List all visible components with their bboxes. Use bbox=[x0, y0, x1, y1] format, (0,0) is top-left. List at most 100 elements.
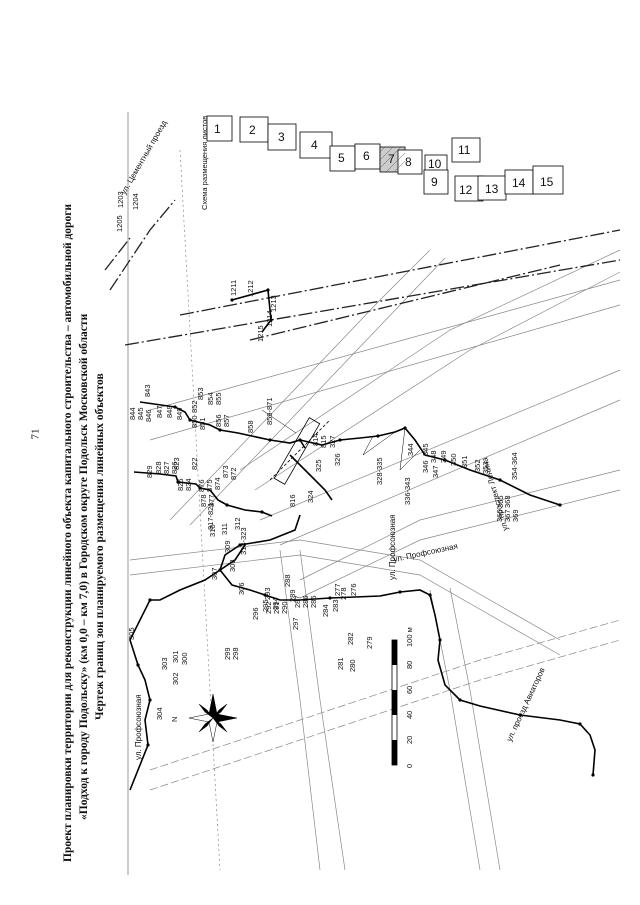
sheet-1: 1 bbox=[214, 122, 221, 136]
point-label: 1213 bbox=[269, 295, 278, 312]
point-label: 849 bbox=[175, 407, 184, 420]
zone-points bbox=[136, 288, 595, 777]
point-label: 824 bbox=[184, 478, 193, 491]
point-label: 284 bbox=[321, 604, 330, 617]
sheet-9: 9 bbox=[431, 175, 438, 189]
point-label: 301 bbox=[171, 650, 180, 663]
point-label: 859-871 bbox=[265, 397, 274, 425]
point-label: 346 bbox=[421, 460, 430, 473]
point-label: 324 bbox=[306, 490, 315, 503]
point-label: 336-343 bbox=[403, 477, 412, 505]
boundary-lines bbox=[104, 199, 621, 346]
point-label: 816 bbox=[288, 494, 297, 507]
point-label: 296 bbox=[251, 607, 260, 620]
point-label: 295 bbox=[261, 599, 270, 612]
point-label: 826 bbox=[170, 461, 179, 474]
point-label: 280 bbox=[348, 659, 357, 672]
scale-bar bbox=[391, 639, 398, 766]
point-label: 311 bbox=[220, 523, 229, 535]
point-label: 297 bbox=[291, 617, 300, 630]
point-label: 277 bbox=[333, 583, 342, 596]
point-label: 877 bbox=[207, 494, 216, 507]
point-label: 351 bbox=[460, 455, 469, 468]
point-label: 287 bbox=[293, 595, 302, 608]
point-label: 306 bbox=[237, 582, 246, 595]
point-label: 847 bbox=[155, 405, 164, 418]
point-label: 844 bbox=[128, 407, 137, 420]
point-label: 817-821 bbox=[206, 502, 215, 530]
point-label: 828 bbox=[154, 461, 163, 474]
sheet-scheme bbox=[206, 115, 564, 202]
point-label: 283 bbox=[331, 599, 340, 612]
point-label: 307 bbox=[210, 567, 219, 580]
scale-tick-0: 0 bbox=[405, 764, 414, 768]
point-label: 328-335 bbox=[375, 457, 384, 485]
sheet-14: 14 bbox=[512, 176, 526, 190]
sheet-6: 6 bbox=[363, 149, 370, 163]
point-label: 829 bbox=[145, 465, 154, 478]
point-label: 857 bbox=[222, 414, 231, 427]
point-label: 279 bbox=[365, 636, 374, 649]
point-label: 353 bbox=[481, 461, 490, 474]
point-label: 325 bbox=[314, 459, 323, 472]
point-label: 302 bbox=[171, 672, 180, 685]
point-label: 850 bbox=[190, 415, 199, 428]
sheet-10: 10 bbox=[428, 157, 442, 171]
point-label: 352 bbox=[473, 459, 482, 472]
point-label: 300 bbox=[180, 652, 189, 665]
point-label: 288 bbox=[283, 574, 292, 587]
point-label: 294 bbox=[271, 597, 280, 610]
point-label: 1215 bbox=[256, 325, 265, 342]
street-cementny: ул. Цементный проезд bbox=[119, 119, 169, 196]
point-label: 282 bbox=[346, 632, 355, 645]
point-label: 848 bbox=[165, 405, 174, 418]
point-labels: 1203 1204 1205 1211 1212 1213 1214 1215 … bbox=[115, 191, 520, 720]
point-label: 368 bbox=[503, 495, 512, 508]
point-label: 1204 bbox=[131, 193, 140, 210]
scale-tick-20: 20 bbox=[405, 736, 414, 744]
scheme-caption: Схема размещения листов bbox=[200, 116, 209, 210]
point-label: 293 bbox=[263, 587, 272, 600]
street-profsoyuznaya-top: ул. Профсоюзная bbox=[388, 514, 397, 580]
point-label: 369 bbox=[511, 509, 520, 522]
point-label: 304 bbox=[155, 707, 164, 720]
compass-north: N bbox=[170, 717, 179, 722]
point-label: 1205 bbox=[115, 215, 124, 232]
point-label: 827 bbox=[162, 461, 171, 474]
sheet-3: 3 bbox=[278, 130, 285, 144]
point-label: 825 bbox=[176, 478, 185, 491]
scale-tick-80: 80 bbox=[405, 661, 414, 669]
point-label: 856 bbox=[214, 414, 223, 427]
point-label: 308 bbox=[228, 559, 237, 572]
point-label: 350 bbox=[449, 453, 458, 466]
point-label: 815 bbox=[319, 435, 328, 448]
point-label: 345 bbox=[421, 443, 430, 456]
point-label: 846 bbox=[144, 409, 153, 422]
point-label: 281 bbox=[336, 657, 345, 670]
sheet-7: 7 bbox=[388, 152, 395, 166]
point-label: 367 bbox=[503, 509, 512, 522]
sheet-13: 13 bbox=[485, 182, 499, 196]
street-aviatorov: ул. проезд Авиаторов bbox=[505, 666, 547, 743]
point-label: 843 bbox=[143, 384, 152, 397]
point-label: 286 bbox=[301, 595, 310, 608]
point-label: 291 bbox=[272, 601, 281, 614]
point-label: 348 bbox=[429, 450, 438, 463]
point-label: 310 bbox=[208, 524, 217, 537]
point-label: 855 bbox=[214, 392, 223, 405]
point-label: 327 bbox=[328, 435, 337, 448]
street-profsoyuznaya-left: ул. Профсоюзная bbox=[134, 694, 143, 760]
point-label: 823 bbox=[172, 457, 181, 470]
scale-tick-100: 100 м bbox=[405, 627, 414, 647]
leader-lines bbox=[261, 409, 421, 471]
point-label: 366 bbox=[495, 509, 504, 522]
point-label: 298 bbox=[231, 647, 240, 660]
road-network bbox=[129, 149, 621, 871]
point-label: 876 bbox=[197, 479, 206, 492]
point-label: 1212 bbox=[246, 280, 255, 297]
point-label: 276 bbox=[349, 583, 358, 596]
point-label: 313-323 bbox=[239, 527, 248, 555]
point-label: 309 bbox=[223, 540, 232, 553]
point-label: 822 bbox=[190, 457, 199, 470]
